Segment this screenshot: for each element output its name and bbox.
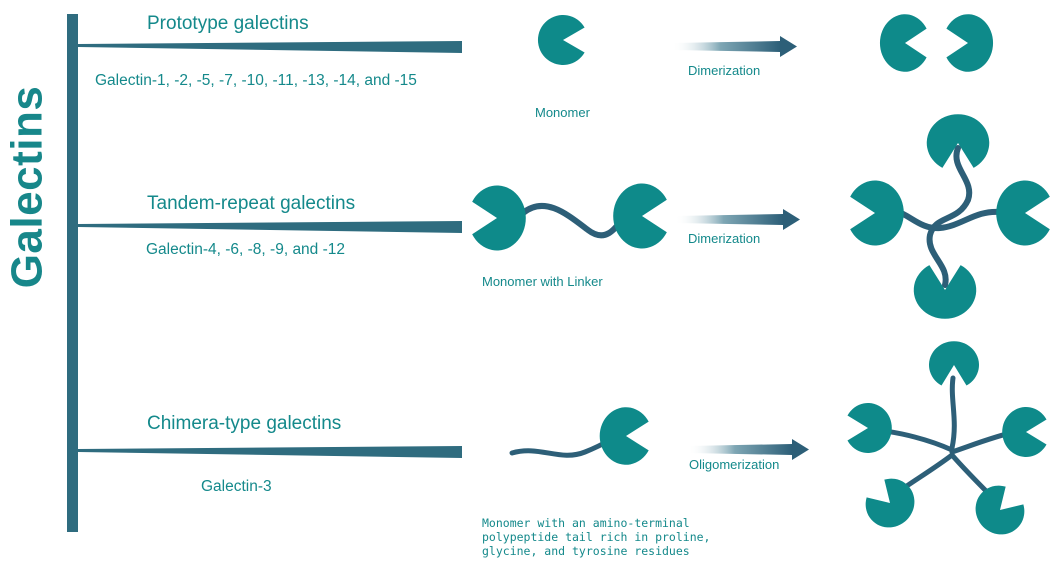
monomer-icon [537, 15, 585, 66]
category-chimera-label: Chimera-type galectins [147, 413, 342, 434]
chimera-oligomer-icon [847, 341, 1047, 545]
prototype-members: Galectin-1, -2, -5, -7, -10, -11, -13, -… [95, 72, 417, 89]
tandem-dimer-icon [850, 114, 1050, 319]
chimera-monomer-description: Monomer with an amino-terminal polypepti… [482, 516, 711, 558]
dimerization-label-1: Dimerization [688, 63, 761, 78]
branch-tandem [78, 221, 462, 233]
category-prototype-label: Prototype galectins [147, 13, 309, 34]
monomer-with-linker-icon [472, 183, 667, 251]
branch-prototype [78, 41, 462, 53]
oligomerization-label: Oligomerization [689, 457, 780, 472]
monomer-label: Monomer [535, 105, 590, 120]
monomer-with-linker-label: Monomer with Linker [482, 274, 603, 289]
chimera-monomer-icon [509, 407, 649, 465]
arrow-dimerization-2 [675, 209, 800, 230]
arrow-oligomerization [688, 439, 809, 460]
dimerization-label-2: Dimerization [688, 231, 761, 246]
chimera-members: Galectin-3 [201, 478, 272, 495]
trunk-bar [67, 14, 78, 532]
branch-chimera [78, 446, 462, 458]
prototype-dimer-icon [879, 14, 994, 72]
category-tandem-label: Tandem-repeat galectins [147, 193, 356, 214]
tandem-members: Galectin-4, -6, -8, -9, and -12 [146, 241, 346, 258]
arrow-dimerization-1 [672, 36, 797, 57]
